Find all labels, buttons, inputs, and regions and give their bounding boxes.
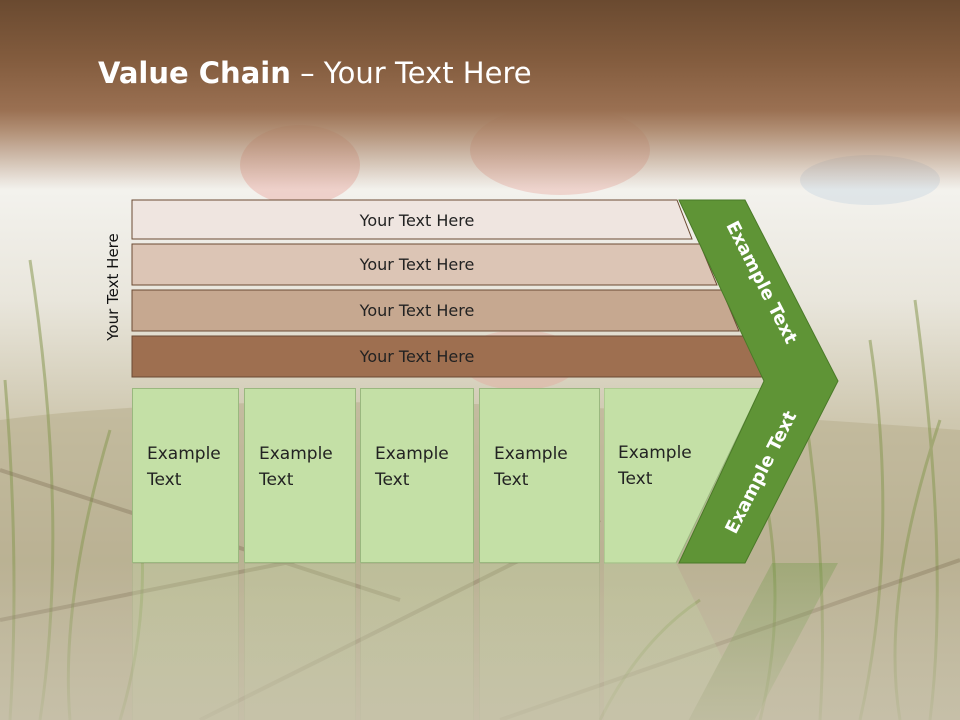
box-1-line1: Example [147, 444, 221, 464]
box-3-line2: Text [375, 470, 410, 490]
bar-4-label: Your Text Here [359, 346, 475, 366]
example-box-2: Example Text [244, 388, 356, 563]
bar-2-label: Your Text Here [359, 254, 475, 274]
title-bold: Value Chain [98, 56, 291, 90]
example-box-3: Example Text [360, 388, 474, 563]
box-2-line1: Example [259, 444, 333, 464]
page-title: Value Chain – Your Text Here [98, 56, 532, 90]
bar-3-label: Your Text Here [359, 300, 475, 320]
reflection [0, 563, 960, 720]
box-1-line2: Text [147, 470, 182, 490]
box-5-line2: Text [618, 469, 653, 489]
example-box-1: Example Text [132, 388, 239, 563]
box-5-line1: Example [618, 443, 692, 463]
example-box-4: Example Text [479, 388, 600, 563]
title-rest: – Your Text Here [290, 56, 532, 90]
box-4-line1: Example [494, 444, 568, 464]
box-2-line2: Text [259, 470, 294, 490]
header-band [0, 0, 960, 190]
box-4-line2: Text [494, 470, 529, 490]
bar-1-label: Your Text Here [359, 210, 475, 230]
box-3-line1: Example [375, 444, 449, 464]
